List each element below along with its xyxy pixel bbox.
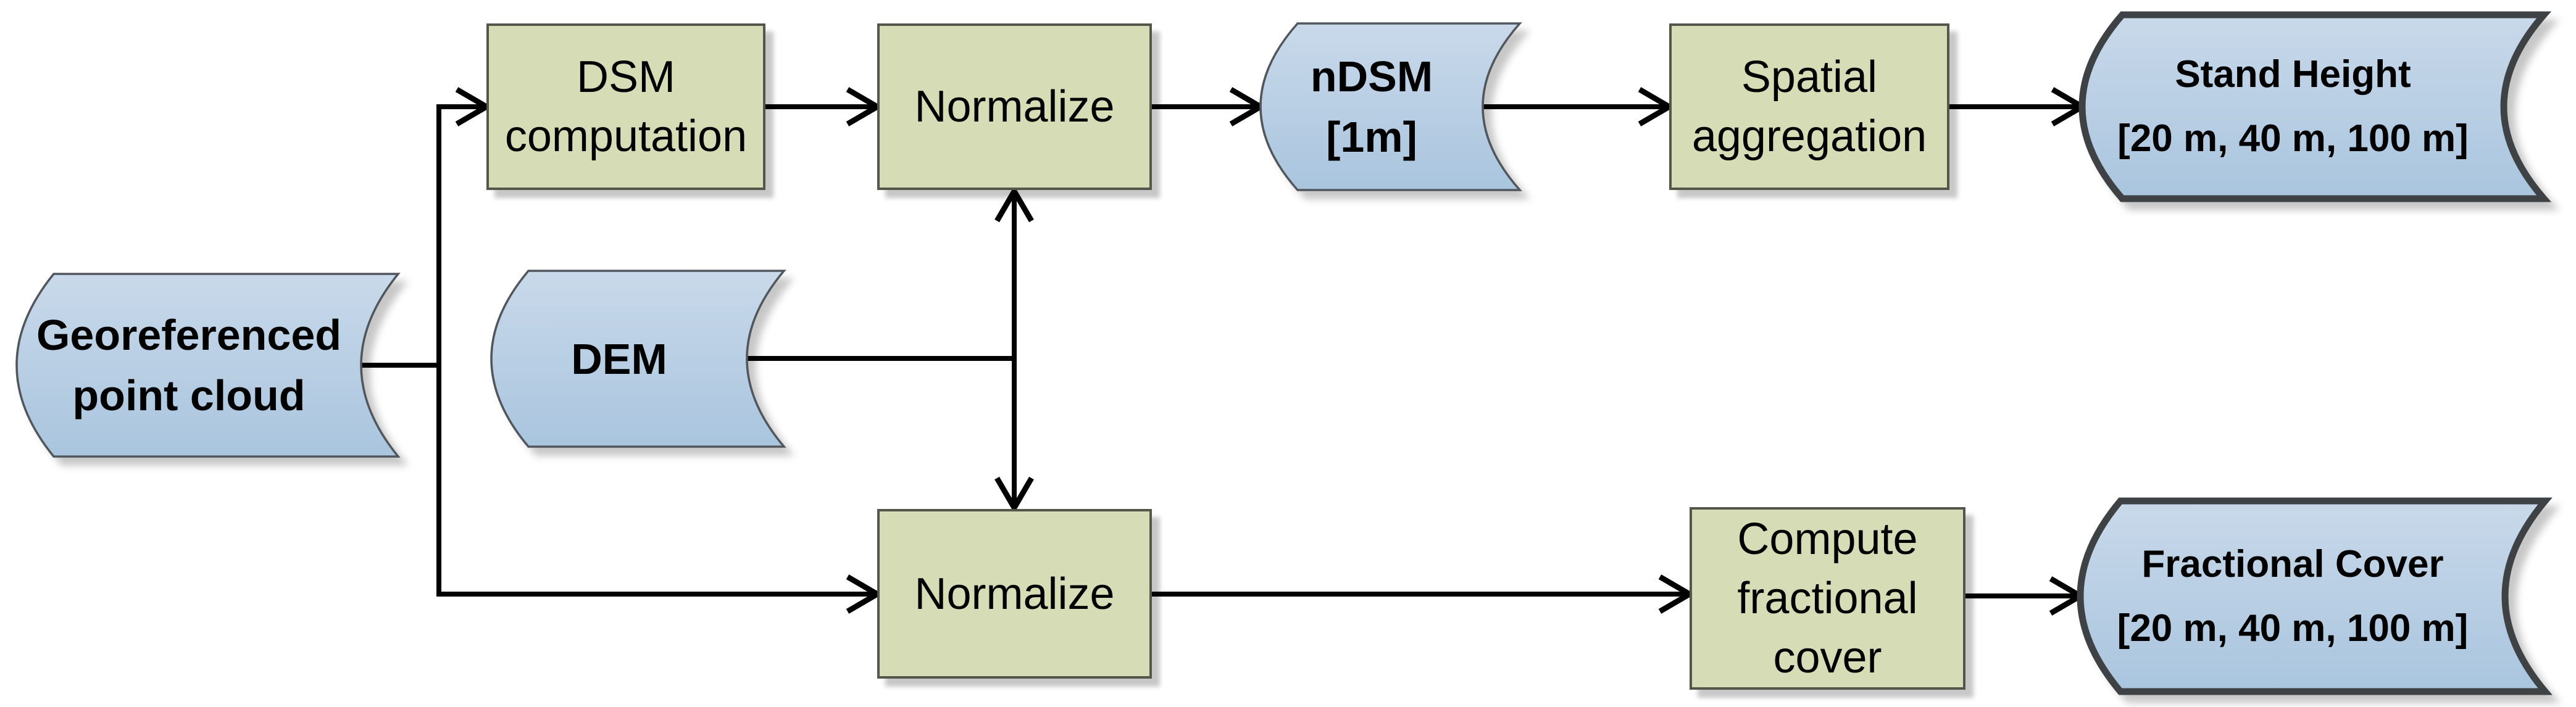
arrowhead-down-into-normalize-bottom — [994, 476, 1034, 513]
label-line: Spatial — [1741, 52, 1878, 102]
node-fractional-cover: Fractional Cover [20 m, 40 m, 100 m] — [2077, 497, 2553, 695]
node-dsm-computation: DSM computation — [486, 23, 765, 190]
label-line: Compute — [1737, 515, 1918, 564]
node-georeferenced-point-cloud: Georeferenced point cloud — [15, 273, 401, 458]
label-line: cover — [1773, 633, 1882, 682]
label-line: Georeferenced — [36, 311, 342, 359]
node-normalize-top: Normalize — [877, 23, 1152, 190]
label-line: Normalize — [914, 569, 1115, 619]
label-line: [1m] — [1326, 113, 1417, 161]
arrowhead-up-into-normalize-top — [994, 186, 1034, 223]
node-label: Spatial aggregation — [1692, 48, 1927, 166]
node-label: DEM — [491, 271, 747, 447]
label-line: nDSM — [1310, 52, 1433, 101]
node-dem: DEM — [490, 270, 786, 448]
node-label: nDSM [1m] — [1261, 23, 1483, 190]
label-line: Stand Height — [2175, 53, 2411, 96]
node-stand-height: Stand Height [20 m, 40 m, 100 m] — [2078, 11, 2552, 202]
label-line: aggregation — [1691, 112, 1927, 161]
edge-pointcloud-branches — [436, 104, 877, 597]
stored-data-shape — [2077, 497, 2553, 695]
label-line: DSM — [577, 52, 675, 102]
node-label: Normalize — [914, 77, 1114, 136]
label-line: point cloud — [72, 371, 306, 420]
node-spatial-aggregation: Spatial aggregation — [1669, 23, 1949, 190]
stored-data-shape — [1259, 22, 1522, 191]
stored-data-shape — [490, 270, 786, 448]
stored-data-shape — [2078, 11, 2552, 202]
label-line: computation — [504, 112, 748, 161]
node-normalize-bottom: Normalize — [877, 509, 1152, 679]
node-label: Normalize — [914, 564, 1114, 624]
label-line: Normalize — [914, 82, 1115, 131]
node-ndsm: nDSM [1m] — [1259, 22, 1522, 191]
label-line: DEM — [571, 334, 667, 383]
node-label: Georeferenced point cloud — [17, 274, 361, 457]
node-label: DSM computation — [505, 48, 747, 166]
node-label: Stand Height [20 m, 40 m, 100 m] — [2082, 15, 2504, 199]
label-line: [20 m, 40 m, 100 m] — [2117, 606, 2469, 650]
label-line: Fractional Cover — [2141, 542, 2444, 585]
node-compute-fractional-cover: Compute fractional cover — [1690, 507, 1965, 690]
label-line: [20 m, 40 m, 100 m] — [2117, 117, 2469, 160]
node-label: Compute fractional cover — [1737, 510, 1917, 687]
label-line: fractional — [1737, 574, 1918, 623]
stored-data-shape — [15, 273, 401, 458]
node-label: Fractional Cover [20 m, 40 m, 100 m] — [2080, 501, 2505, 692]
